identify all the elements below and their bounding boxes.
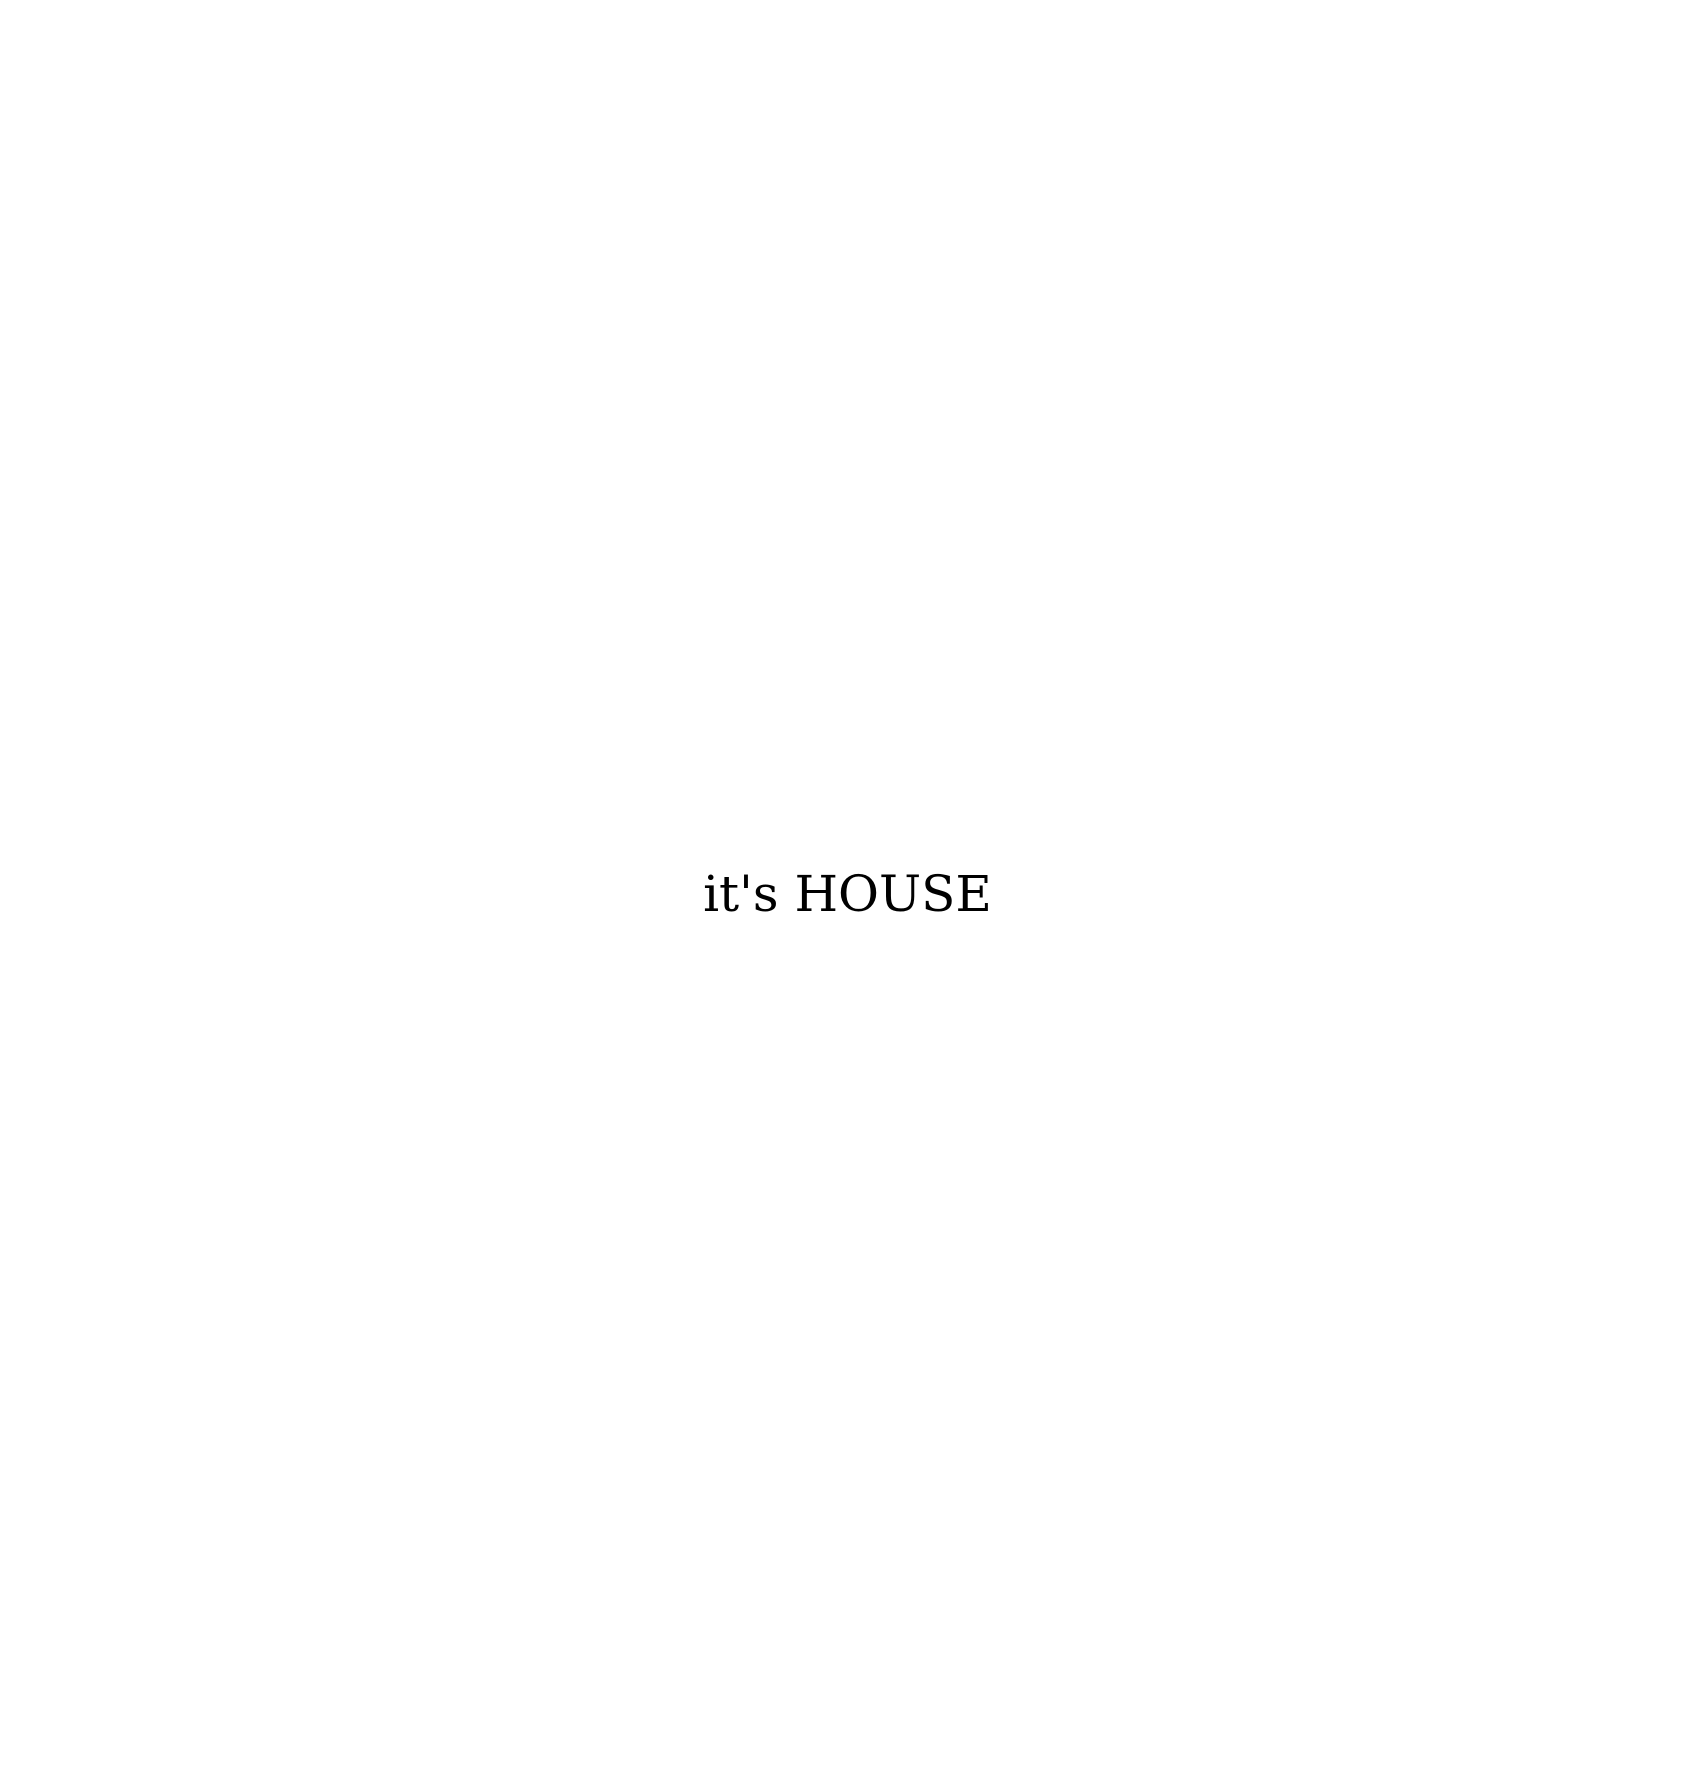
centered-text: it's HOUSE: [703, 865, 992, 923]
